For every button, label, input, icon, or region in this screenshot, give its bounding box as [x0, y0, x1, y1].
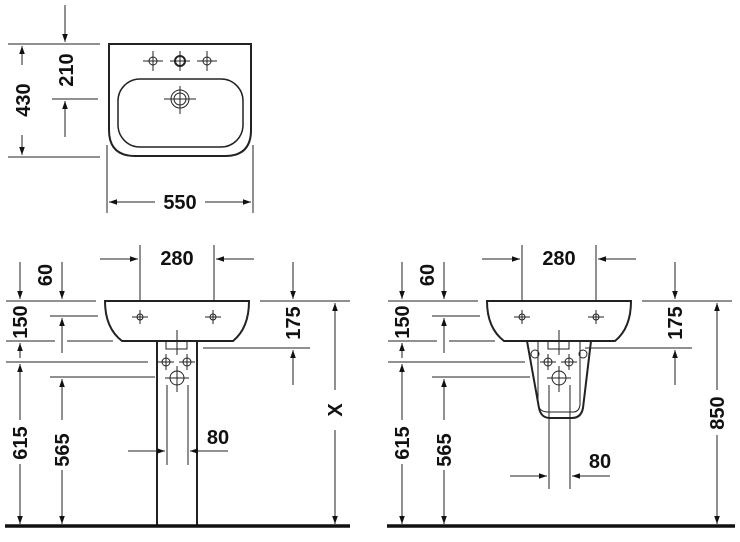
dim-drain-height-1: 615 — [392, 426, 414, 459]
dim-drain-height-2: 565 — [434, 433, 456, 466]
basin-tap-marks — [514, 310, 604, 324]
semipedestal-view: 280 150 60 615 565 175 850 — [387, 245, 735, 528]
top-view: 430 210 550 — [8, 5, 254, 214]
dim-drain-height-1: 615 — [10, 426, 32, 459]
dim-tap-spacing: 280 — [542, 248, 575, 270]
basin-side-pedestal — [103, 300, 251, 342]
basin-tap-marks — [132, 310, 221, 324]
fixing-bolt-left — [530, 349, 540, 359]
pedestal-view: 280 150 60 615 565 175 X — [5, 245, 350, 528]
bowl-outline — [117, 78, 244, 148]
dim-top-offset: 60 — [35, 264, 57, 286]
dim-drain-height-2: 565 — [52, 433, 74, 466]
dim-tap-spacing: 280 — [160, 248, 193, 270]
pedestal-fixing-holes — [158, 354, 195, 392]
tap-holes — [143, 51, 217, 71]
dim-basin-height: 150 — [392, 305, 414, 338]
dim-width: 550 — [163, 192, 196, 214]
dim-total-height: X — [325, 403, 347, 417]
semipedestal-shroud — [526, 340, 592, 419]
dim-basin-height: 150 — [10, 305, 32, 338]
dim-drain-offset: 175 — [283, 306, 305, 339]
dim-top-offset: 60 — [417, 264, 439, 286]
drain-hole — [164, 86, 196, 114]
dim-total-height: 850 — [707, 396, 729, 429]
dim-drain-offset: 175 — [665, 306, 687, 339]
semipedestal-fixing-holes — [540, 354, 577, 392]
basin-outline-top — [108, 43, 252, 157]
dim-pedestal-width: 80 — [207, 427, 229, 449]
basin-side-semipedestal — [485, 300, 633, 342]
fixing-bolt-right — [578, 349, 588, 359]
dim-pedestal-width: 80 — [589, 451, 611, 473]
dim-tap-offset: 210 — [56, 53, 78, 86]
dim-depth: 430 — [13, 83, 35, 116]
